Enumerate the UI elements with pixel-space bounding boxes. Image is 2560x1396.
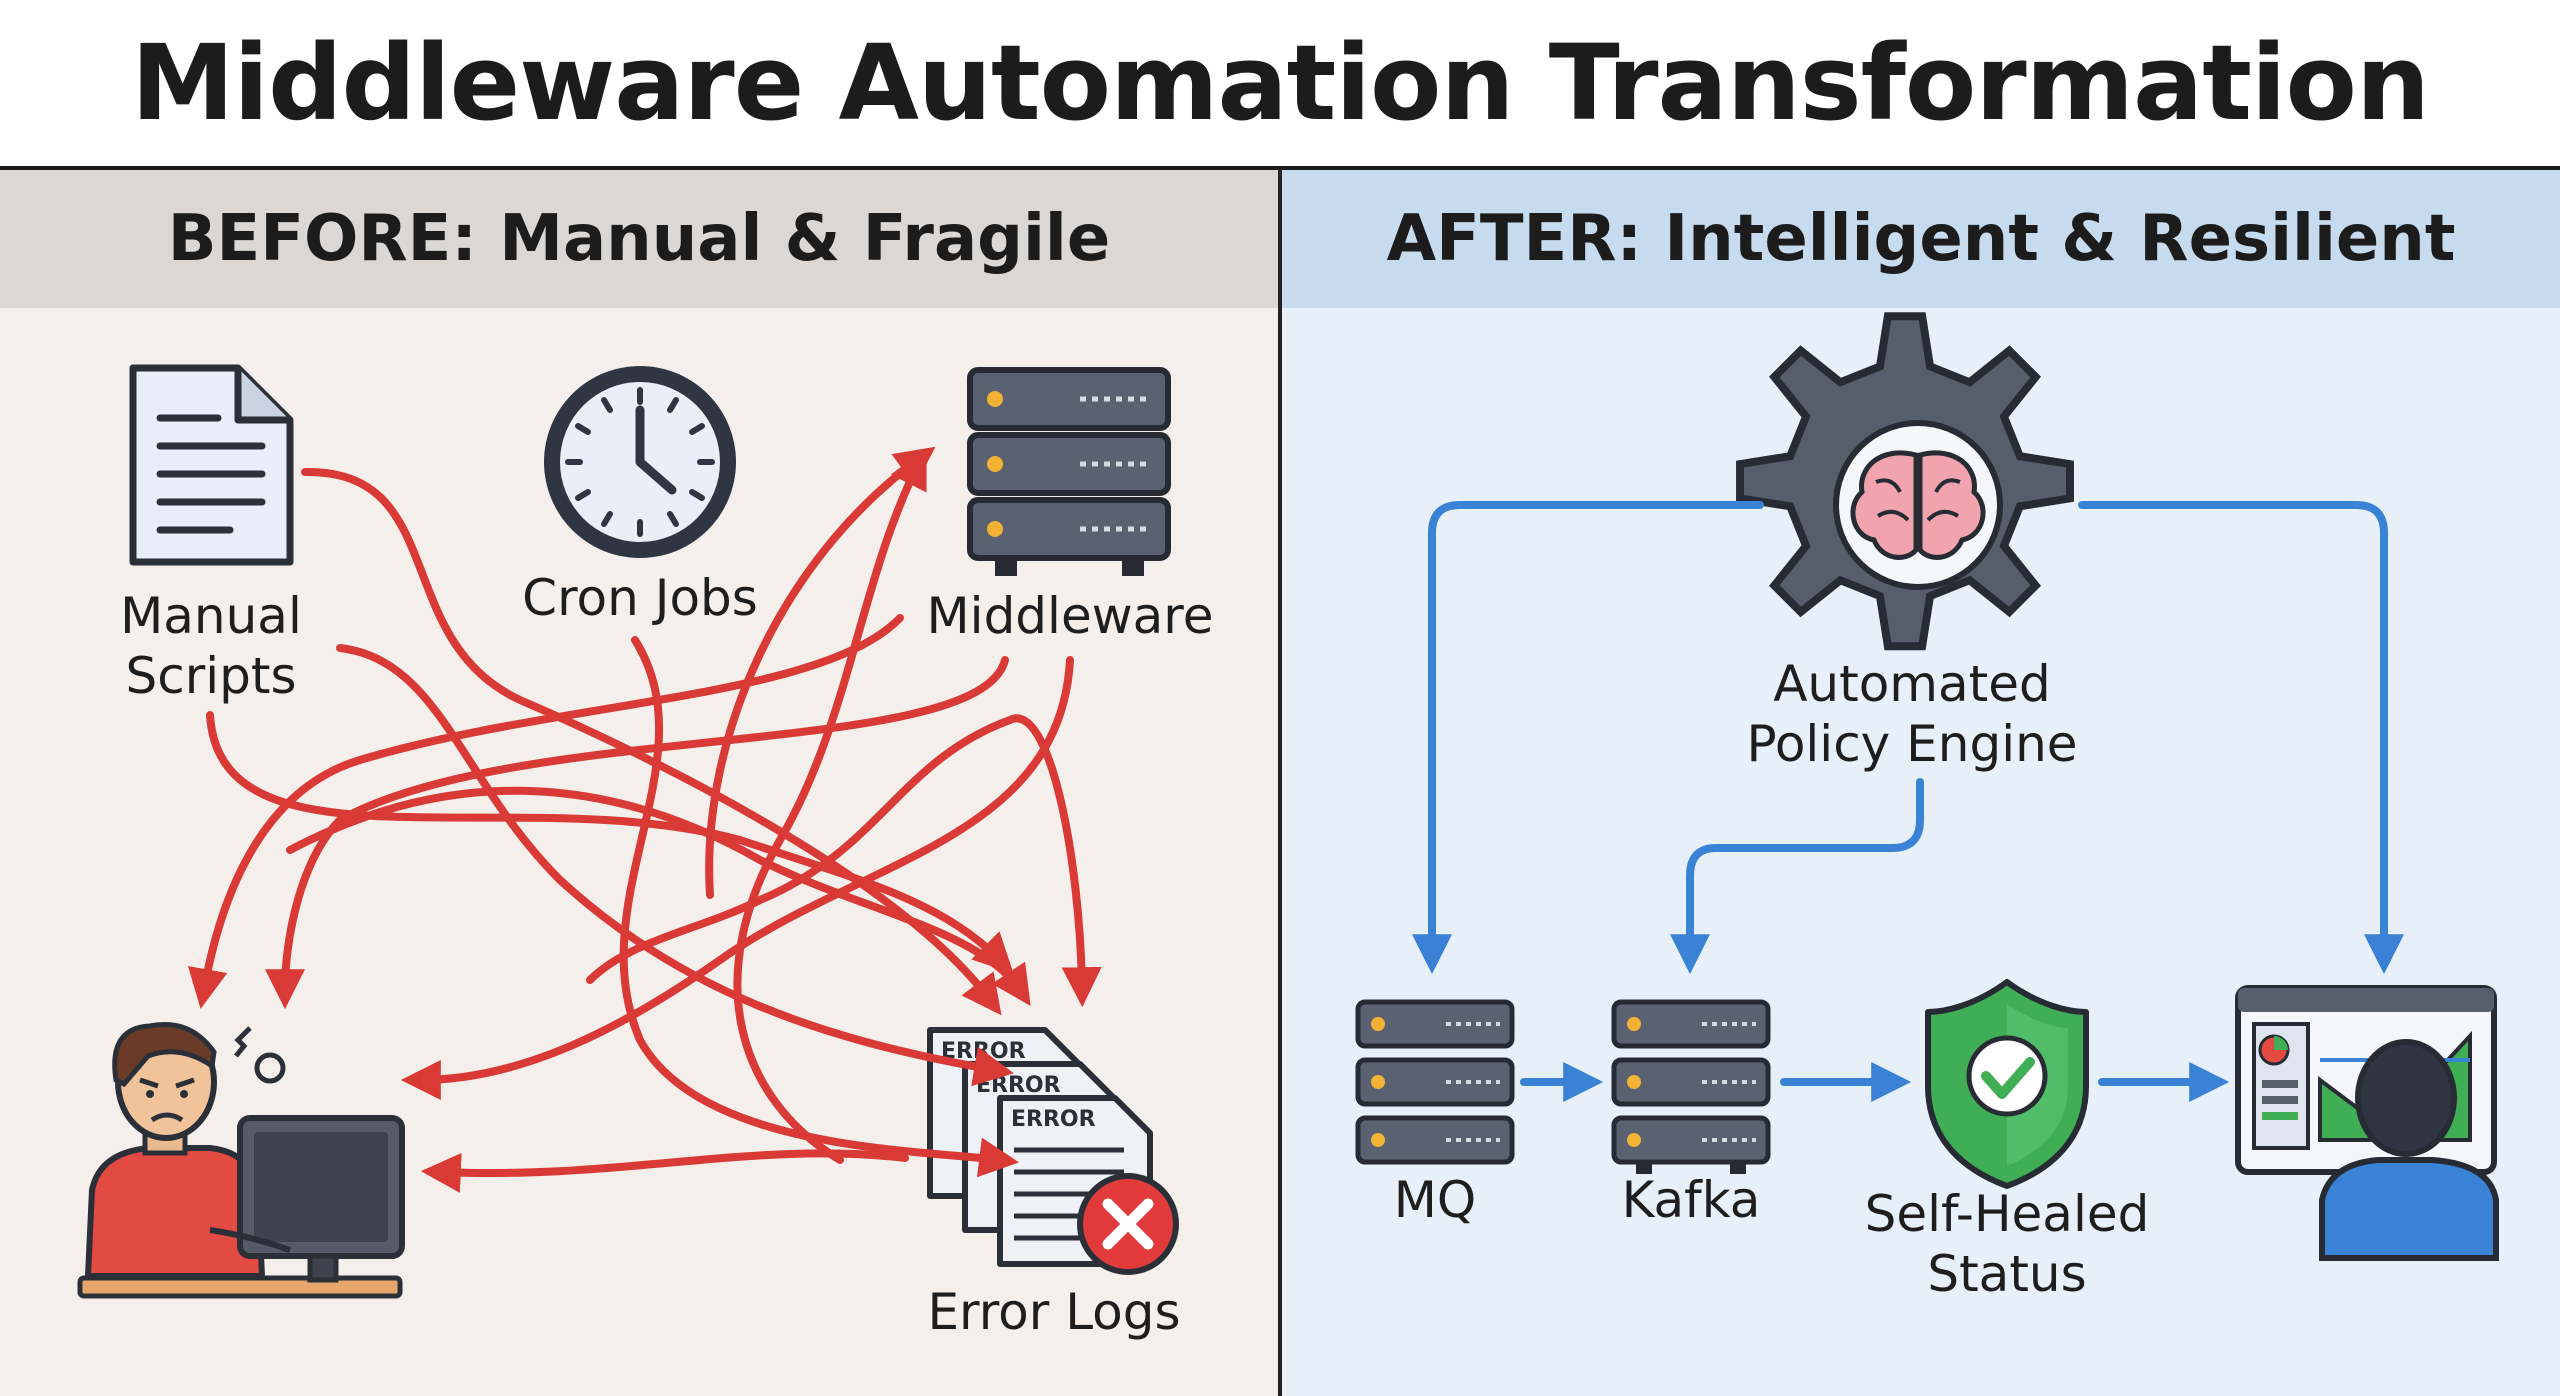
page-title: Middleware Automation Transformation	[0, 0, 2560, 166]
kafka-server-icon	[1611, 999, 1771, 1174]
arrow-engine-to-mq	[1412, 501, 1764, 975]
before-heading: BEFORE: Manual & Fragile	[0, 170, 1278, 308]
arrow-middleware-to-user	[187, 614, 904, 1009]
kafka-label: Kafka	[1621, 1171, 1761, 1229]
panel-divider	[1278, 168, 1282, 1396]
error-stamp-2: ERROR	[976, 1073, 1061, 1098]
clock-icon	[544, 366, 736, 558]
self-healed-status-label: Self-Healed Status	[1865, 1184, 2150, 1304]
self-healed-status-line1: Self-Healed	[1864, 1185, 2150, 1243]
manual-scripts-label-line2: Scripts	[125, 647, 297, 705]
mq-label: MQ	[1393, 1171, 1477, 1229]
tangled-arrows	[187, 446, 1102, 1193]
arrow-scripts-to-logs	[301, 467, 1002, 1016]
mq-server-icon	[1355, 999, 1515, 1165]
flow-arrows	[1412, 501, 2404, 1102]
after-heading: AFTER: Intelligent & Resilient	[1282, 170, 2560, 308]
arrow-engine-to-kafka	[1670, 778, 1924, 975]
error-logs-icon: ERROR ERROR ERROR	[927, 1027, 1179, 1275]
arrow-engine-to-dashboard	[2078, 501, 2404, 975]
manual-scripts-label-line1: Manual	[120, 587, 302, 645]
self-healed-status-line2: Status	[1927, 1245, 2087, 1303]
stressed-user-icon	[77, 1022, 405, 1299]
manual-scripts-label: Manual Scripts	[120, 586, 302, 706]
policy-engine-label: Automated Policy Engine	[1746, 654, 2077, 774]
middleware-label: Middleware	[926, 587, 1214, 645]
policy-engine-label-line2: Policy Engine	[1746, 715, 2078, 773]
policy-engine-label-line1: Automated	[1773, 655, 2051, 713]
cron-jobs-label: Cron Jobs	[522, 569, 758, 627]
shield-check-icon	[1925, 979, 2089, 1189]
error-stamp-3: ERROR	[1011, 1107, 1096, 1132]
document-icon	[129, 364, 294, 566]
policy-engine-gear-icon	[1736, 312, 2074, 651]
error-logs-label: Error Logs	[927, 1283, 1181, 1341]
dashboard-user-icon	[2235, 985, 2499, 1261]
middleware-server-icon	[967, 367, 1171, 576]
